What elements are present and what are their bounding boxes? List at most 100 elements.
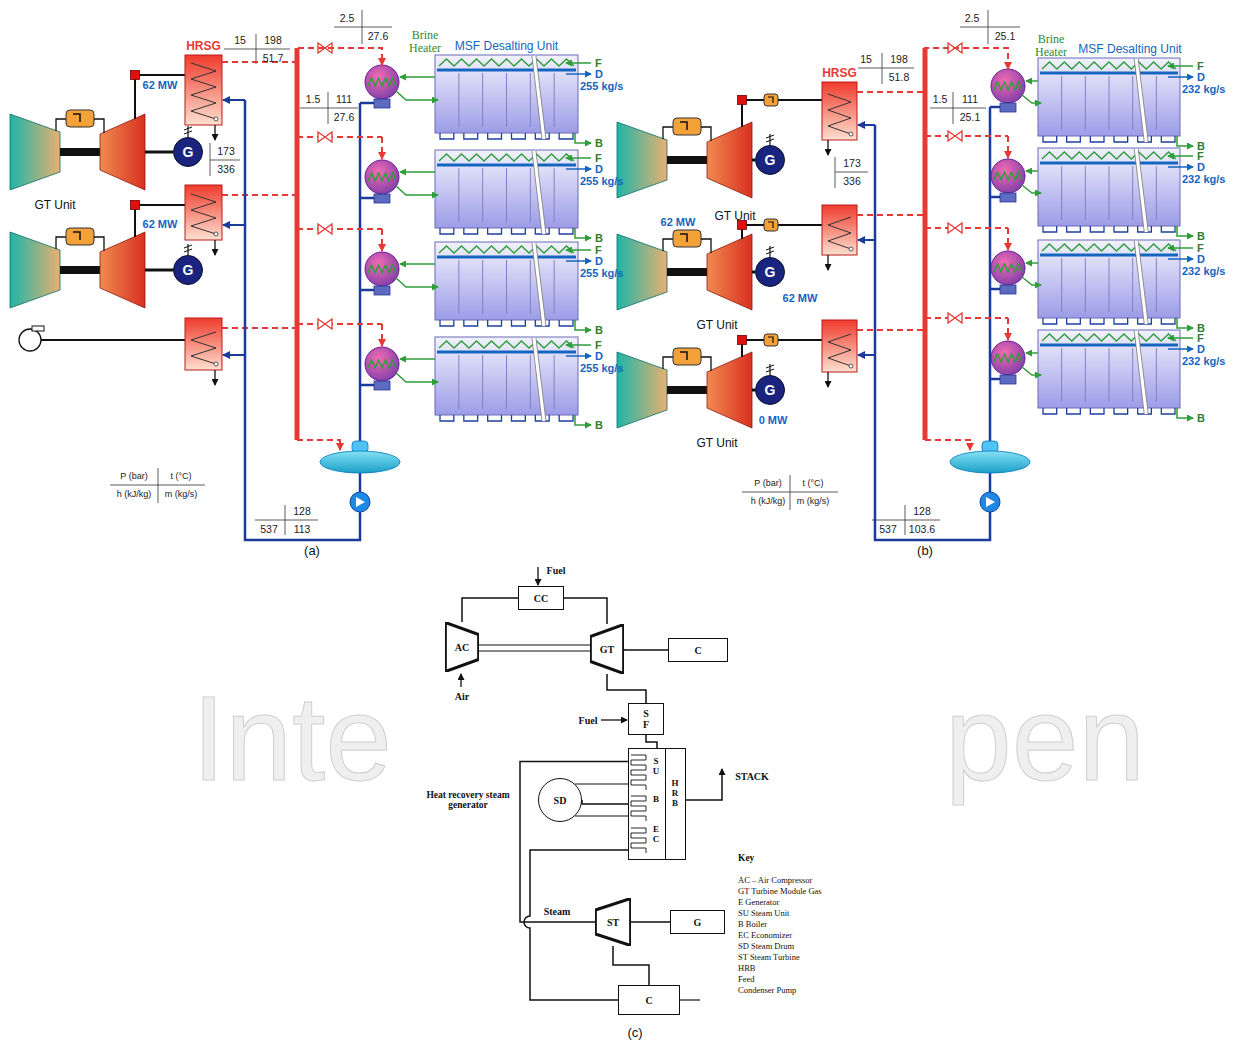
msf-vessel xyxy=(435,55,578,133)
stream-label: D xyxy=(595,68,603,80)
heated-brine-arrow xyxy=(396,91,438,100)
stage-wall xyxy=(1061,348,1062,402)
break-mark xyxy=(1136,59,1146,142)
distillate-trough xyxy=(437,69,576,72)
exhaust-duct xyxy=(742,100,822,127)
hrsg-unit: HRSG xyxy=(185,55,222,125)
stream-label: F xyxy=(595,244,602,256)
exhaust-duct xyxy=(135,205,185,237)
damper xyxy=(131,71,140,80)
break-mark xyxy=(1134,149,1144,232)
stage-wall xyxy=(1109,258,1110,312)
state-value: 15 xyxy=(234,34,246,46)
condensate-pot xyxy=(374,99,390,108)
table-rule xyxy=(953,92,954,124)
steam-line xyxy=(222,327,297,329)
stream-label: B xyxy=(1197,412,1205,424)
shaft xyxy=(60,148,100,156)
flow-rate: 232 kg/s xyxy=(1182,355,1225,367)
feed-arrow xyxy=(566,62,591,64)
stream-label: F xyxy=(1197,242,1204,254)
stream-label: B xyxy=(595,232,603,244)
steam-line xyxy=(925,440,970,450)
key-heading: Key xyxy=(738,853,754,863)
msf-vessel xyxy=(435,150,578,228)
generator-symbol: G xyxy=(755,375,785,405)
grid-connection xyxy=(766,251,774,254)
stage-wall xyxy=(458,168,459,222)
grid-connection xyxy=(766,135,774,138)
feed-inlet xyxy=(858,124,875,126)
stage-wall xyxy=(1132,166,1133,220)
hot-gas-duct xyxy=(94,119,104,133)
stage-wall xyxy=(1156,258,1157,312)
exhaust-arrow xyxy=(827,140,828,155)
distillate-arrow xyxy=(566,168,591,170)
steam-line xyxy=(925,135,1008,137)
turbine-shape xyxy=(707,234,752,310)
pump-symbol xyxy=(986,497,995,507)
heated-brine-arrow xyxy=(1022,367,1041,375)
turbine-shape xyxy=(707,352,752,428)
key-item: AC – Air Compressor xyxy=(738,875,812,885)
duct-burner xyxy=(764,334,778,346)
distillate-arrow xyxy=(1168,348,1193,350)
stage-wall xyxy=(554,73,555,127)
table-rule xyxy=(285,505,286,535)
state-value: 537 xyxy=(879,523,897,535)
break-mark xyxy=(1136,331,1146,414)
shape-outline xyxy=(590,625,623,674)
stage-wall xyxy=(458,355,459,409)
compressor-shape xyxy=(617,352,667,428)
stage-wall xyxy=(1061,258,1062,312)
stage-wall xyxy=(1109,166,1110,220)
node-text: C xyxy=(694,645,701,656)
burner-symbol xyxy=(768,337,773,343)
stage-wall xyxy=(482,260,483,314)
compressor-shape xyxy=(617,122,667,198)
msf-vessel xyxy=(1038,330,1180,408)
heated-brine-arrow xyxy=(1022,95,1041,103)
burner-symbol xyxy=(73,232,80,240)
compressor-shape xyxy=(617,234,667,310)
key-item: Feed xyxy=(738,974,755,984)
stream-label: Air xyxy=(455,691,469,702)
brine-loop xyxy=(488,228,502,234)
stream-label: F xyxy=(595,152,602,164)
combustor xyxy=(66,228,94,245)
condenser-tubes xyxy=(439,246,574,253)
brine-loop xyxy=(1043,318,1057,324)
table-rule xyxy=(362,10,363,44)
brine-arrow xyxy=(575,133,591,143)
condenser-tubes xyxy=(439,341,574,348)
divider-line xyxy=(665,749,666,859)
air-duct xyxy=(663,357,673,369)
stream-label: Fuel xyxy=(547,565,566,576)
watermark: pen xyxy=(945,669,1145,807)
supplementary-firing-box: S F xyxy=(628,703,664,735)
compressor-symbol: AC xyxy=(445,622,479,672)
shaft xyxy=(479,650,590,651)
distillate-arrow xyxy=(566,355,591,357)
state-value: 27.6 xyxy=(368,30,388,42)
condenser-tubes xyxy=(439,154,574,161)
valve-symbol xyxy=(948,131,962,141)
stream-label: F xyxy=(1197,60,1204,72)
break-mark xyxy=(534,56,544,139)
state-value: 2.5 xyxy=(340,12,355,24)
brine-loop xyxy=(488,415,502,421)
connector xyxy=(646,735,657,748)
header-dot xyxy=(214,232,218,236)
grid-connection xyxy=(769,134,770,145)
recycle-arrow xyxy=(1026,262,1038,264)
stream-label: D xyxy=(595,255,603,267)
stream-label: B xyxy=(595,419,603,431)
msf-vessel xyxy=(435,242,578,320)
condensate-pot xyxy=(374,381,390,390)
shape-outline xyxy=(445,623,478,672)
stage-wall xyxy=(1132,348,1133,402)
legend-cell: t (°C) xyxy=(802,478,823,488)
node-text: H R B xyxy=(670,779,680,809)
table-rule xyxy=(835,157,836,188)
flow-rate: 232 kg/s xyxy=(1182,173,1225,185)
